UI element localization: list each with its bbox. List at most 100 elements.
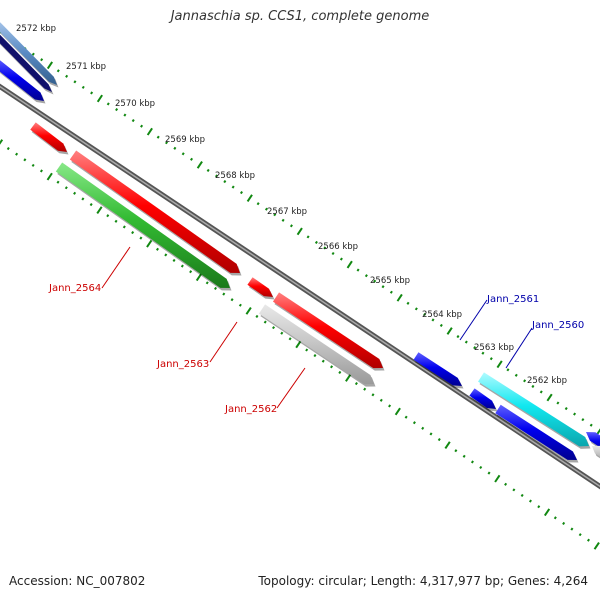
gene-bar-gray[interactable] [592, 445, 600, 462]
callout-line [209, 321, 238, 363]
gene-label[interactable]: Jann_2564 [48, 283, 101, 294]
major-tick [245, 306, 252, 315]
major-tick [345, 374, 352, 382]
minor-tick [123, 113, 127, 117]
minor-tick [6, 147, 10, 151]
minor-tick [114, 219, 118, 223]
gene-bar-red[interactable] [30, 122, 68, 152]
minor-tick [423, 312, 427, 316]
minor-tick [156, 135, 160, 139]
minor-tick [106, 214, 110, 218]
gene-bar-blue[interactable] [495, 404, 577, 460]
minor-tick [90, 91, 94, 95]
minor-tick [172, 258, 176, 263]
minor-tick [381, 285, 385, 289]
minor-tick [190, 157, 194, 161]
minor-tick [131, 230, 135, 235]
minor-tick [487, 471, 491, 475]
minor-tick [139, 236, 143, 240]
minor-tick [305, 348, 309, 352]
minor-tick [379, 398, 383, 402]
minor-tick [388, 404, 392, 408]
major-tick [394, 407, 401, 416]
minor-tick [273, 213, 277, 217]
major-tick [444, 441, 451, 449]
scale-label: 2564 kbp [422, 310, 462, 320]
minor-tick [31, 163, 35, 167]
minor-tick [214, 286, 218, 291]
minor-tick [73, 80, 77, 84]
minor-tick [205, 281, 209, 285]
scale-label: 2568 kbp [215, 171, 255, 181]
minor-tick [537, 505, 541, 509]
major-tick [346, 260, 353, 269]
minor-tick [504, 482, 508, 486]
gene-label[interactable]: Jann_2560 [531, 320, 584, 331]
major-tick [296, 227, 303, 236]
gene-bar-red-jann2562[interactable] [272, 292, 383, 369]
major-tick [543, 508, 551, 517]
major-tick [196, 161, 203, 169]
minor-tick [421, 426, 425, 430]
minor-tick [581, 418, 585, 422]
minor-tick [570, 527, 574, 531]
major-tick [195, 273, 202, 282]
gene-bar-steel[interactable] [0, 20, 57, 85]
minor-tick [106, 102, 110, 106]
minor-tick [323, 246, 327, 250]
minor-tick [412, 421, 416, 425]
major-tick [96, 206, 103, 215]
major-tick [446, 327, 453, 335]
minor-tick [481, 351, 485, 355]
gene-label[interactable]: Jann_2563 [156, 359, 209, 370]
major-tick [146, 239, 153, 248]
gene-label[interactable]: Jann_2562 [224, 404, 277, 415]
minor-tick [222, 292, 226, 296]
gene-bar-cyan-jann2560[interactable] [478, 372, 589, 447]
minor-tick [586, 538, 590, 542]
gene-bar-blue[interactable] [469, 388, 496, 409]
minor-tick [512, 488, 516, 492]
minor-tick [562, 521, 566, 525]
minor-tick [356, 268, 360, 272]
minor-tick [373, 279, 377, 283]
minor-tick [56, 180, 60, 184]
gene-bar-red[interactable] [247, 277, 273, 297]
scale-labels: 2572 kbp 2571 kbp 2570 kbp 2569 kbp 2568… [16, 24, 567, 386]
minor-tick [564, 406, 568, 411]
minor-tick [338, 370, 342, 374]
minor-tick [263, 320, 267, 324]
scale-label: 2566 kbp [318, 242, 358, 252]
minor-tick [89, 202, 93, 207]
gene-bar-green-jann2563[interactable] [55, 162, 230, 288]
major-tick [593, 541, 600, 550]
minor-tick [256, 202, 260, 206]
minor-tick [339, 257, 343, 261]
minor-tick [73, 191, 77, 195]
gene-bar-gray[interactable] [258, 304, 374, 385]
callout-line [276, 367, 306, 409]
gene-label[interactable]: Jann_2561 [486, 294, 539, 305]
minor-tick [223, 179, 227, 184]
scale-label: 2570 kbp [115, 99, 155, 109]
minor-tick [514, 373, 518, 377]
scale-label: 2571 kbp [66, 62, 106, 72]
scale-label: 2562 kbp [527, 376, 567, 386]
minor-tick [321, 359, 325, 363]
gene-bar-blue[interactable] [586, 432, 600, 452]
minor-tick [155, 247, 159, 251]
minor-tick [573, 412, 577, 416]
minor-tick [81, 85, 85, 89]
minor-tick [206, 168, 210, 172]
gene-bar-red-jann2564[interactable] [69, 150, 240, 273]
minor-tick [231, 185, 235, 189]
gene-bar-blue-jann2561[interactable] [413, 352, 462, 386]
gene-bar-navy[interactable] [0, 32, 52, 92]
gene-bar-blue[interactable] [0, 58, 44, 101]
minor-tick [330, 365, 334, 369]
minor-tick [354, 382, 358, 386]
scale-label: 2569 kbp [165, 135, 205, 145]
minor-tick [81, 197, 85, 201]
scale-label: 2563 kbp [474, 343, 514, 353]
minor-tick [280, 331, 284, 335]
